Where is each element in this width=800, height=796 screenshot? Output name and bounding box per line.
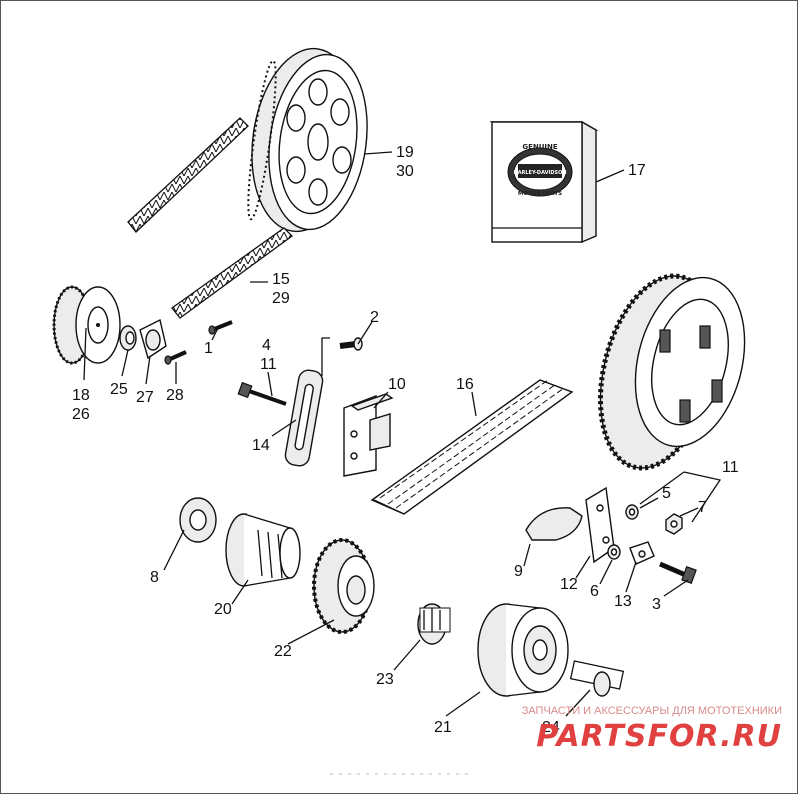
- callout-26: 26: [72, 406, 90, 423]
- clutch-drum: [477, 603, 569, 697]
- lock-plate-13: [629, 541, 655, 565]
- callout-15: 15: [272, 271, 290, 288]
- spacer-ring: [179, 497, 217, 543]
- callout-30: 30: [396, 163, 414, 180]
- callout-10: 10: [388, 376, 406, 393]
- transmission-pulley: [52, 285, 121, 365]
- clutch-shell-sprocket: [597, 273, 746, 471]
- callout-24: 24: [542, 719, 560, 736]
- leader-lines: [83, 151, 722, 717]
- bolt-3: [659, 561, 697, 585]
- watermark-brand: PARTSFOR.RU: [536, 719, 782, 754]
- engine-sprocket: [312, 538, 375, 634]
- callout-numbers: 19 30 17 15 29 18 26 25 27 28 1 2 4 11 1…: [72, 144, 739, 736]
- watermark: ЗАПЧАСТИ И АКСЕССУАРЫ ДЛЯ МОТОТЕХНИКИ PA…: [522, 705, 782, 754]
- washer-5: [625, 504, 639, 520]
- chain-tensioner-shoe: [525, 507, 583, 541]
- callout-11-left: 11: [260, 356, 277, 373]
- sprocket-hub: [225, 513, 301, 587]
- callout-17: 17: [628, 162, 646, 179]
- genuine-parts-box: [489, 120, 599, 244]
- adjuster-bolt: [237, 381, 287, 406]
- callout-21: 21: [434, 719, 452, 736]
- drive-belt: [127, 117, 293, 319]
- clutch-hub: [417, 603, 451, 645]
- adjuster-plate: [284, 369, 324, 467]
- nut-7: [665, 513, 683, 535]
- callout-14: 14: [252, 437, 270, 454]
- screw-1: [208, 320, 233, 335]
- callout-8: 8: [150, 569, 159, 586]
- pulley-nut: [119, 325, 137, 351]
- logo-middle-text: HARLEY-DAVIDSON: [513, 170, 566, 176]
- drive-chain: [370, 379, 574, 515]
- callout-1: 1: [204, 340, 213, 357]
- callout-19: 19: [396, 144, 414, 161]
- callout-27: 27: [136, 389, 154, 406]
- logo-top-text: GENUINE: [522, 143, 558, 151]
- callout-23: 23: [376, 671, 394, 688]
- callout-9: 9: [514, 563, 523, 580]
- callout-22: 22: [274, 643, 292, 660]
- washer-6: [607, 544, 621, 560]
- shaft-pin: [569, 660, 625, 697]
- rear-pulley: [247, 47, 368, 233]
- callout-4: 4: [262, 337, 271, 354]
- watermark-tagline: ЗАПЧАСТИ И АКСЕССУАРЫ ДЛЯ МОТОТЕХНИКИ: [522, 705, 782, 717]
- callout-5: 5: [662, 485, 671, 502]
- callout-7: 7: [698, 499, 707, 516]
- callout-16: 16: [456, 376, 474, 393]
- callout-18: 18: [72, 387, 90, 404]
- callout-12: 12: [560, 576, 578, 593]
- callout-29: 29: [272, 290, 290, 307]
- callout-3: 3: [652, 596, 661, 613]
- tensioner-bracket: [585, 486, 615, 564]
- chain-guide-bracket: [343, 393, 394, 477]
- lock-screw: [164, 350, 187, 365]
- callout-6: 6: [590, 583, 599, 600]
- callout-28: 28: [166, 387, 184, 404]
- callout-2: 2: [370, 309, 379, 326]
- callout-11-right: 11: [722, 459, 739, 476]
- callout-20: 20: [214, 601, 232, 618]
- callout-13: 13: [614, 593, 632, 610]
- logo-bottom-text: MOTOR PARTS: [518, 191, 562, 197]
- lock-plate: [139, 318, 167, 360]
- callout-25: 25: [110, 381, 128, 398]
